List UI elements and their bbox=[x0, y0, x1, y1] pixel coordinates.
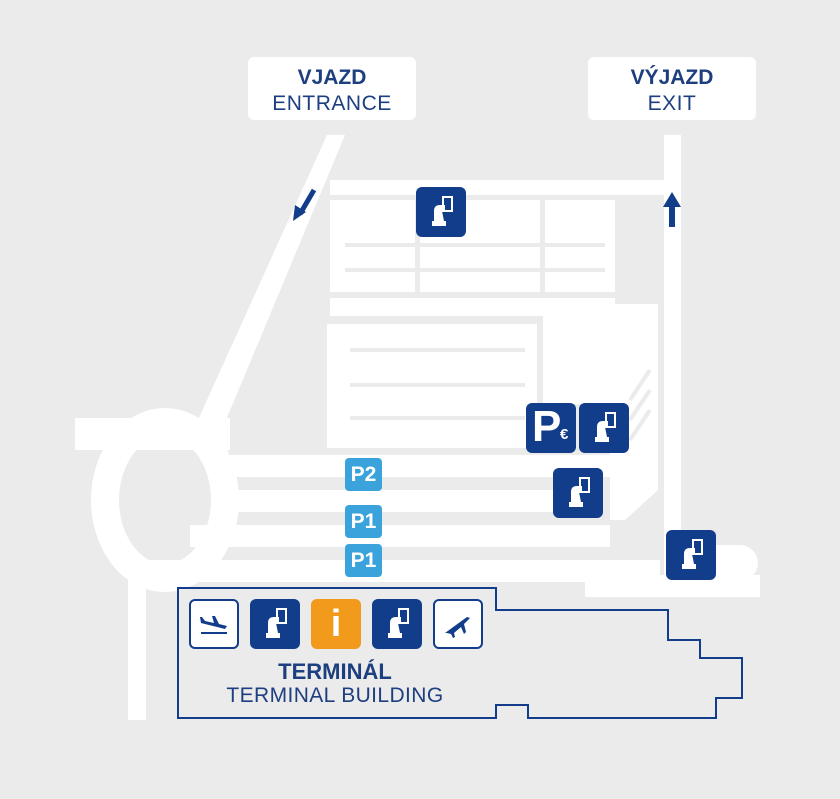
arrivals-plane-icon bbox=[433, 599, 483, 649]
parking-zone-label: P1 bbox=[345, 544, 382, 577]
information-icon: i bbox=[311, 599, 361, 649]
arrow-up-icon bbox=[663, 192, 681, 227]
terminal-title: TERMINÁL bbox=[278, 659, 392, 684]
terminal-access-road bbox=[128, 560, 146, 720]
pay-parking-icon: P € bbox=[526, 402, 576, 453]
parking-row-p2 bbox=[220, 455, 610, 477]
arrow-down-left-icon bbox=[293, 188, 317, 221]
card-payment-icon bbox=[579, 403, 629, 453]
parking-row-p1-lower bbox=[190, 525, 610, 547]
entrance-road bbox=[198, 135, 345, 420]
card-payment-icon bbox=[372, 599, 422, 649]
parking-zone-label: P2 bbox=[345, 458, 382, 491]
card-payment-icon bbox=[666, 530, 716, 580]
entrance-subtitle: ENTRANCE bbox=[272, 92, 392, 115]
card-payment-icon bbox=[416, 187, 466, 237]
turnaround-loop bbox=[715, 545, 758, 581]
exit-sign: VÝJAZD EXIT bbox=[588, 57, 756, 120]
terminal-front-road bbox=[150, 560, 660, 582]
exit-title: VÝJAZD bbox=[630, 66, 714, 89]
entrance-title: VJAZD bbox=[297, 66, 367, 89]
top-connector-road bbox=[330, 180, 680, 195]
card-payment-icon bbox=[553, 468, 603, 518]
exit-subtitle: EXIT bbox=[647, 92, 697, 115]
pay-parking-currency: € bbox=[560, 426, 569, 443]
terminal-subtitle: TERMINAL BUILDING bbox=[226, 684, 444, 707]
departures-plane-icon bbox=[189, 599, 239, 649]
entrance-sign: VJAZD ENTRANCE bbox=[248, 57, 416, 120]
pay-parking-letter: P bbox=[532, 402, 562, 451]
card-payment-icon bbox=[250, 599, 300, 649]
parking-zone-label: P1 bbox=[345, 505, 382, 538]
parking-row-p1-upper bbox=[220, 490, 555, 512]
exit-road bbox=[664, 135, 681, 595]
